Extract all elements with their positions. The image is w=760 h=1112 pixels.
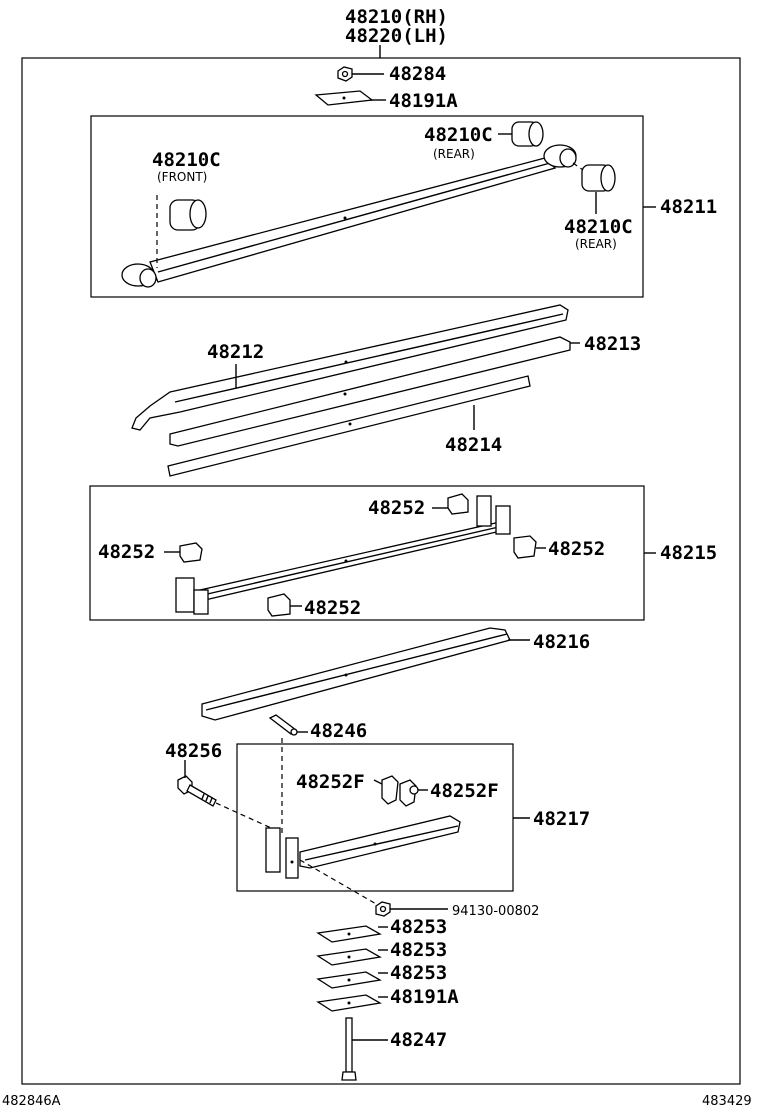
label-48247: 48247 <box>390 1029 447 1051</box>
footer-right-code: 483429 <box>702 1094 752 1109</box>
label-48253-c: 48253 <box>390 962 447 984</box>
label-48210c-rear-upper: 48210C <box>424 124 493 146</box>
bushing-rear-upper <box>498 121 544 147</box>
nut-48284 <box>337 66 384 82</box>
spring-leaf-48212 <box>131 304 569 431</box>
label-48216: 48216 <box>533 631 590 653</box>
pin-48246 <box>268 714 308 736</box>
label-48211: 48211 <box>660 196 717 218</box>
spring-leaf-48213 <box>169 336 580 447</box>
label-48252f-right: 48252F <box>430 780 499 802</box>
plate-48253-c <box>316 971 388 989</box>
clip-48252-top <box>432 493 469 515</box>
clip-48252f-left <box>373 775 399 805</box>
spring-leaf-48215 <box>175 495 511 615</box>
outer-frame <box>21 57 741 1085</box>
clip-48252f-right <box>399 779 428 807</box>
nut-94130 <box>375 901 448 917</box>
label-48214: 48214 <box>445 434 502 456</box>
plate-48191a-bottom <box>316 994 388 1012</box>
label-48252-right: 48252 <box>548 538 605 560</box>
label-48215: 48215 <box>660 542 717 564</box>
assembly-lh-label: 48220(LH) <box>345 25 448 47</box>
label-48210c-rear-lower: 48210C <box>564 216 633 238</box>
label-94130: 94130-00802 <box>452 904 539 919</box>
note-front: (FRONT) <box>157 170 207 184</box>
spring-leaf-48211 <box>121 144 577 288</box>
plate-48191a-top <box>314 90 386 106</box>
assembly-rh-label: 48210(RH) <box>345 6 448 28</box>
note-rear-upper: (REAR) <box>433 147 475 161</box>
label-48246: 48246 <box>310 720 367 742</box>
plate-48253-b <box>316 948 388 966</box>
label-48252f-left: 48252F <box>296 771 365 793</box>
clip-48252-bottom <box>267 593 302 617</box>
label-48210c-front: 48210C <box>152 149 221 171</box>
label-48284: 48284 <box>389 63 446 85</box>
bolt-48256 <box>177 760 281 833</box>
bolt-48247 <box>341 1017 388 1081</box>
label-48213: 48213 <box>584 333 641 355</box>
label-48252-left: 48252 <box>98 541 155 563</box>
label-48253-b: 48253 <box>390 939 447 961</box>
label-48252-top: 48252 <box>368 497 425 519</box>
label-48256: 48256 <box>165 740 222 762</box>
label-48191a-bottom: 48191A <box>390 986 459 1008</box>
bushing-rear-lower <box>572 162 616 214</box>
bushing-front <box>156 195 207 268</box>
footer-left-code: 482846A <box>2 1094 61 1109</box>
clip-48252-left <box>164 542 203 563</box>
label-48252-bottom: 48252 <box>304 597 361 619</box>
clip-48252-right <box>513 535 546 559</box>
label-48253-a: 48253 <box>390 916 447 938</box>
spring-leaf-48216 <box>201 627 530 721</box>
note-rear-lower: (REAR) <box>575 237 617 251</box>
label-48191a-top: 48191A <box>389 90 458 112</box>
label-48217: 48217 <box>533 808 590 830</box>
plate-48253-a <box>316 925 388 943</box>
spring-leaf-48217 <box>265 738 461 906</box>
spring-leaf-48214 <box>167 375 531 477</box>
label-48212: 48212 <box>207 341 264 363</box>
